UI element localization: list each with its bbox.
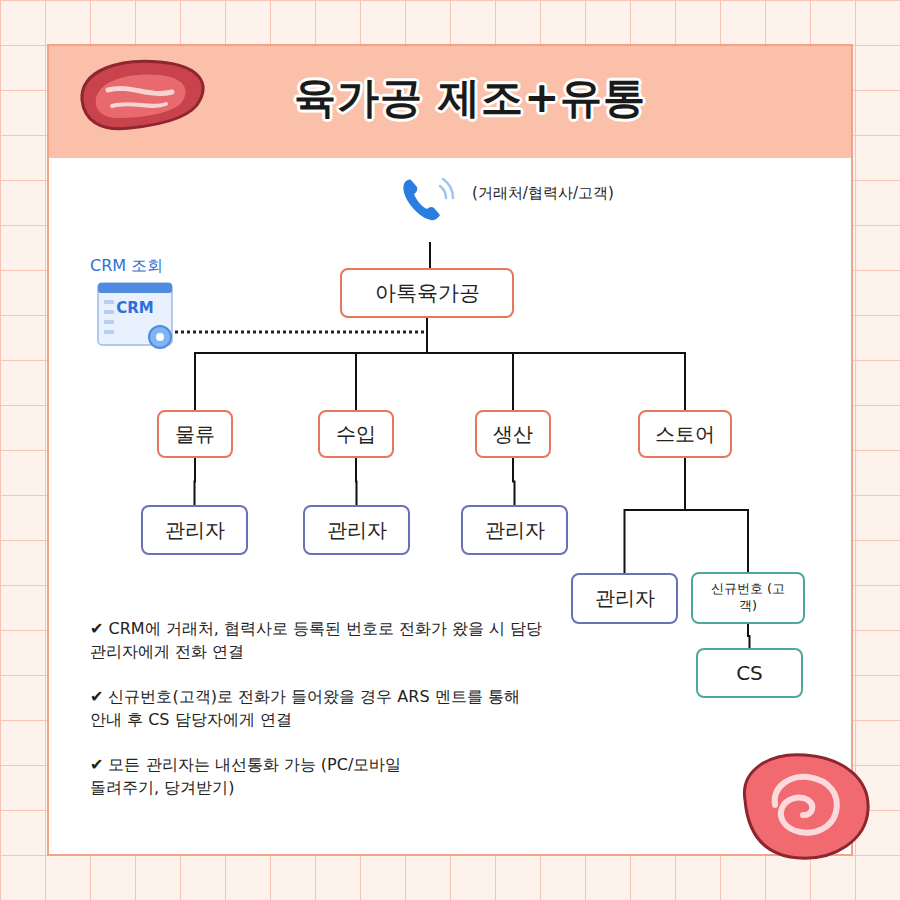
department-box: 스토어 [638,410,732,458]
box-text: 신규번호 (고객) [708,581,788,615]
box-text: 수입 [336,421,376,448]
box-text: 관리자 [165,517,225,544]
manager-box: 관리자 [461,505,568,555]
crm-dotted-line [175,331,426,334]
connector [427,318,513,410]
box-text: 관리자 [485,517,545,544]
department-box: 물류 [157,410,233,458]
new-number-box: 신규번호 (고객) [691,572,805,624]
box-text: 관리자 [327,517,387,544]
connector [194,458,197,505]
meat-icon [82,61,203,129]
manager-box: 관리자 [141,505,248,555]
connector [748,624,750,648]
connector [513,458,515,505]
phone-icon [403,179,453,220]
manager-box: 관리자 [571,573,678,624]
cs-box: CS [696,648,803,698]
department-box: 수입 [318,410,394,458]
connector [355,458,358,505]
note-text: ✔ CRM에 거래처, 협력사로 등록된 번호로 전화가 왔을 시 담당 관리자… [90,617,550,663]
note-text: ✔ 모든 관리자는 내선통화 가능 (PC/모바일 돌려주기, 당겨받기) [90,753,420,799]
phone-line [429,242,431,268]
box-text: CS [736,661,763,685]
box-text: 생산 [493,421,533,448]
connector [685,458,748,572]
box-text: 스토어 [655,421,715,448]
connector [625,458,686,573]
note-text: ✔ 신규번호(고객)로 전화가 들어왔을 경우 ARS 멘트를 통해 안내 후 … [90,685,520,731]
meat-swirl-icon [744,755,868,858]
manager-box: 관리자 [303,505,410,555]
company-box: 아톡육가공 [340,268,514,318]
box-text: 관리자 [595,585,655,612]
connector [195,318,427,410]
crm-icon-text: CRM [103,298,167,320]
crm-title: CRM 조회 [90,254,210,277]
box-text: 물류 [175,421,215,448]
box-text: 아톡육가공 [375,279,480,307]
caller-note: (거래처/협력사/고객) [472,183,692,205]
crm-icon [98,283,172,348]
connector [356,318,427,410]
department-box: 생산 [475,410,551,458]
title: 육가공 제조+유통 [200,70,740,126]
panel [48,45,852,855]
connector [427,318,685,410]
header-band [49,46,851,158]
